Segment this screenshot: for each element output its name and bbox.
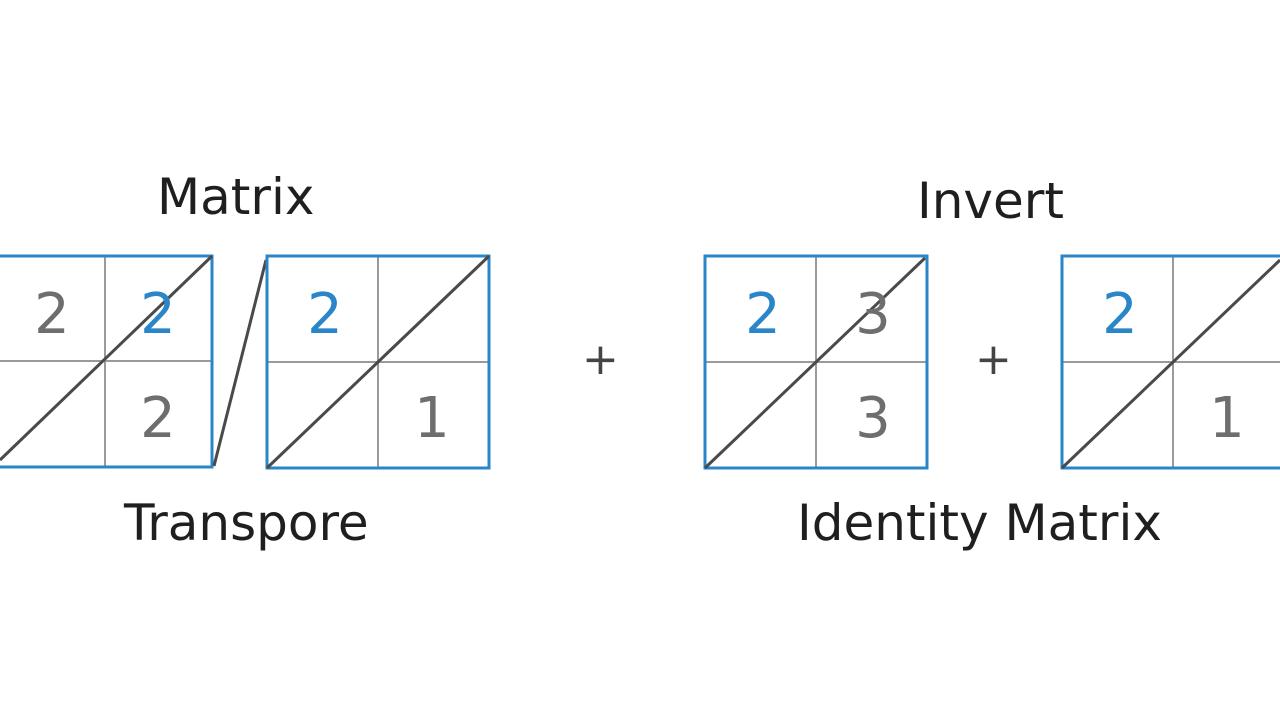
label-invert: Invert — [917, 172, 1064, 230]
plus-operator-2: + — [975, 334, 1012, 385]
matrix-d-border — [1060, 254, 1280, 470]
matrix-c: 2 3 3 — [703, 254, 929, 470]
matrix-d-cell-top-left: 2 — [1102, 282, 1138, 347]
matrix-c-border — [703, 254, 929, 470]
matrix-b-cell-top-left: 2 — [307, 282, 343, 347]
matrix-d: 2 1 — [1060, 254, 1280, 470]
matrix-d-cell-bottom-right: 1 — [1209, 386, 1245, 451]
label-identity-matrix: Identity Matrix — [797, 494, 1162, 552]
matrix-a-cell-top-left: 2 — [34, 282, 70, 347]
matrix-a-diagonal — [0, 254, 214, 462]
matrix-b-cell-bottom-right: 1 — [414, 386, 450, 451]
matrix-a: 2 2 2 — [0, 254, 214, 469]
plus-operator-1: + — [582, 334, 619, 385]
label-transpose: Transpore — [124, 494, 369, 552]
connector-slash — [212, 259, 268, 467]
matrix-c-cell-top-right: 3 — [855, 282, 891, 347]
matrix-b-border — [265, 254, 491, 470]
matrix-c-diagonal — [703, 256, 927, 470]
matrix-d-diagonal — [1060, 258, 1280, 470]
matrix-a-cell-bottom-right: 2 — [140, 386, 176, 451]
matrix-c-cell-top-left: 2 — [745, 282, 781, 347]
matrix-c-cell-bottom-right: 3 — [855, 386, 891, 451]
matrix-a-border — [0, 254, 214, 469]
matrix-a-cell-top-right: 2 — [140, 282, 176, 347]
matrix-b: 2 1 — [265, 254, 491, 470]
matrix-b-diagonal — [265, 254, 491, 470]
label-matrix: Matrix — [157, 168, 315, 226]
